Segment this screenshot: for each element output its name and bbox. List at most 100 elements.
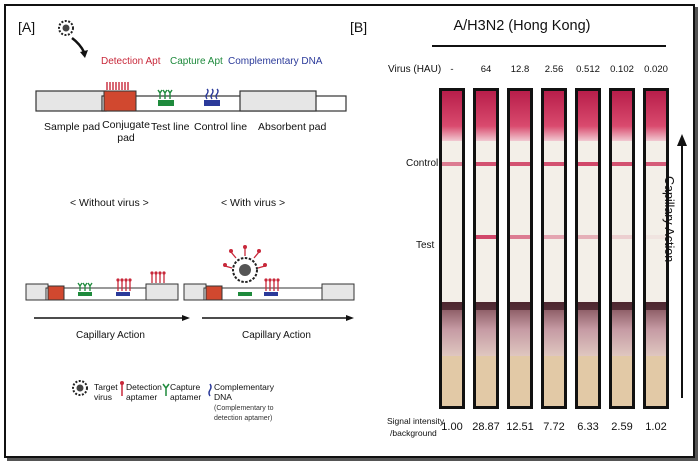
panel-b: [B] A/H3N2 (Hong Kong) Virus (HAU) Contr… bbox=[350, 18, 687, 438]
legend-capture-aptamer: Capture aptamer bbox=[170, 382, 202, 402]
signal-value: 2.59 bbox=[611, 421, 632, 433]
label-capillary-left: Capillary Action bbox=[76, 330, 145, 341]
control-line-small bbox=[116, 292, 130, 296]
label-with-virus: < With virus > bbox=[221, 197, 285, 209]
complementary-dna-legend-icon bbox=[208, 383, 212, 397]
strip-test-line bbox=[646, 235, 666, 239]
strip-control-line bbox=[612, 162, 632, 166]
label-control: Control bbox=[406, 158, 438, 169]
strip-control-line bbox=[544, 162, 564, 166]
absorbent-pad-small-2 bbox=[321, 283, 355, 301]
signal-value: 1.02 bbox=[645, 421, 666, 433]
label-absorbent-pad: Absorbent pad bbox=[258, 121, 326, 133]
absorbent-pad-small bbox=[145, 283, 179, 301]
label-test-line: Test line bbox=[151, 121, 190, 133]
signal-value: 28.87 bbox=[472, 421, 500, 433]
strip-3 bbox=[507, 88, 533, 409]
strip-6 bbox=[609, 88, 635, 409]
strip-absorbent-pad bbox=[612, 91, 632, 141]
strip-conjugate-pad bbox=[578, 302, 598, 356]
figure-frame: [A] Detection Apt Capture Apt Complement… bbox=[4, 4, 695, 458]
strip-test-line bbox=[510, 235, 530, 239]
sample-pad-small bbox=[25, 283, 49, 301]
strip-absorbent-pad bbox=[476, 91, 496, 141]
hau-value: 12.8 bbox=[511, 64, 530, 75]
strip-test-line bbox=[544, 235, 564, 239]
strip-sample-pad bbox=[646, 356, 666, 406]
strip-absorbent-pad bbox=[578, 91, 598, 141]
virus-complex-icon bbox=[223, 245, 267, 283]
panel-b-title: A/H3N2 (Hong Kong) bbox=[453, 18, 590, 34]
label-virus-hau: Virus (HAU) bbox=[388, 64, 441, 75]
hau-value: 0.512 bbox=[576, 64, 600, 75]
label-capillary-right: Capillary Action bbox=[242, 330, 311, 341]
capillary-arrowhead-right-icon bbox=[346, 315, 354, 321]
virus-icon bbox=[58, 20, 74, 36]
test-line-small-2 bbox=[238, 292, 252, 296]
legend-detection-aptamer-wrap: Detection aptamer bbox=[126, 382, 162, 402]
strip-test-line bbox=[612, 235, 632, 239]
legend-detection-aptamer: Detection aptamer bbox=[126, 382, 162, 402]
strip-sample-pad bbox=[476, 356, 496, 406]
strip-2 bbox=[473, 88, 499, 409]
strip-pad-edge bbox=[578, 302, 598, 310]
strip-5 bbox=[575, 88, 601, 409]
legend-complementary-dna: Complementary DNA bbox=[228, 56, 323, 67]
strip-conjugate-pad bbox=[612, 302, 632, 356]
strip-sample-pad bbox=[612, 356, 632, 406]
figure-canvas: [A] Detection Apt Capture Apt Complement… bbox=[18, 18, 687, 438]
conjugate-pad-small-2 bbox=[205, 285, 223, 301]
strip-with-virus bbox=[183, 245, 355, 301]
strip-pad-edge bbox=[476, 302, 496, 310]
legend-complementary-wrap: Complementary DNA (Complementary to dete… bbox=[214, 382, 274, 422]
strip-diagram bbox=[35, 82, 347, 112]
legend-target-virus-wrap: Target virus bbox=[94, 382, 118, 402]
complementary-dna-icons bbox=[205, 88, 219, 100]
strip-conjugate-pad bbox=[476, 302, 496, 356]
arrowhead-icon bbox=[80, 50, 88, 58]
strip-sample-pad bbox=[510, 356, 530, 406]
legend-target-virus: Target virus bbox=[94, 382, 118, 402]
strip-pad-edge bbox=[442, 302, 462, 310]
absorbent-pad-shape bbox=[239, 90, 317, 112]
strip-7 bbox=[643, 88, 669, 409]
label-signal-intensity: Signal intensity bbox=[387, 416, 445, 426]
capillary-arrowhead-up-icon bbox=[677, 134, 687, 146]
strip-1 bbox=[439, 88, 465, 409]
strip-absorbent-pad bbox=[544, 91, 564, 141]
strip-conjugate-pad bbox=[544, 302, 564, 356]
strip-pad-edge bbox=[646, 302, 666, 310]
legend-detection-apt: Detection Apt bbox=[101, 56, 161, 67]
strip-sample-pad bbox=[578, 356, 598, 406]
strip-absorbent-pad bbox=[510, 91, 530, 141]
strip-sample-pad bbox=[544, 356, 564, 406]
label-conjugate-pad-wrap: Conjugate pad bbox=[102, 119, 150, 144]
strip-conjugate-pad bbox=[646, 302, 666, 356]
conjugate-pad-small bbox=[47, 285, 65, 301]
strip-absorbent-pad bbox=[442, 91, 462, 141]
capillary-arrowhead-left-icon bbox=[182, 315, 190, 321]
signal-value: 1.00 bbox=[441, 421, 462, 433]
hau-value: - bbox=[450, 64, 453, 75]
strips bbox=[439, 88, 669, 409]
test-line-small bbox=[78, 292, 92, 296]
strip-without-virus bbox=[25, 271, 179, 301]
strip-test-line bbox=[476, 235, 496, 239]
hau-value: 0.102 bbox=[610, 64, 634, 75]
legend-complementary-note: (Complementary to detection aptamer) bbox=[214, 405, 274, 422]
strip-absorbent-pad bbox=[646, 91, 666, 141]
signal-value: 7.72 bbox=[543, 421, 564, 433]
label-sample-pad: Sample pad bbox=[44, 121, 100, 133]
strip-test-line bbox=[578, 235, 598, 239]
hau-value: 64 bbox=[481, 64, 492, 75]
strip-conjugate-pad bbox=[510, 302, 530, 356]
legend-complementary-dna: Complementary DNA bbox=[214, 382, 274, 402]
label-conjugate-pad: Conjugate pad bbox=[102, 119, 150, 144]
panel-a: [A] Detection Apt Capture Apt Complement… bbox=[18, 19, 355, 422]
detection-aptamer-legend-icon bbox=[120, 381, 124, 396]
strip-control-line bbox=[476, 162, 496, 166]
hau-value: 0.020 bbox=[644, 64, 668, 75]
label-control-line: Control line bbox=[194, 121, 247, 133]
